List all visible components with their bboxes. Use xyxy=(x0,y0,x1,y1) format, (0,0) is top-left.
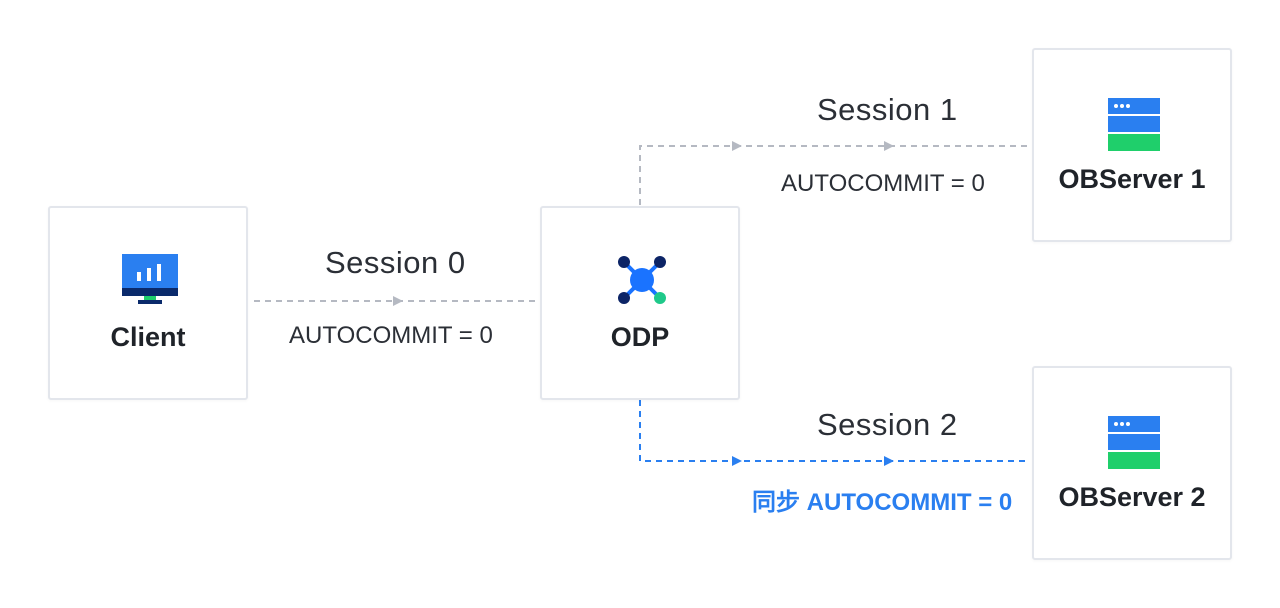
arrowhead xyxy=(884,141,894,151)
monitor-chart-icon xyxy=(122,254,178,304)
arrowhead xyxy=(884,456,894,466)
edge-session-2 xyxy=(639,400,1028,466)
session-1-autocommit: AUTOCOMMIT = 0 xyxy=(781,170,985,197)
server-stack-icon xyxy=(1108,416,1160,469)
edge-session-1 xyxy=(639,141,1028,205)
arrowhead xyxy=(732,141,742,151)
client-label: Client xyxy=(110,322,186,352)
server-stack-icon xyxy=(1108,98,1160,151)
session-2-label: Session 2 xyxy=(817,407,958,442)
arrowhead xyxy=(393,296,403,306)
network-hub-icon xyxy=(618,256,666,304)
odp-label: ODP xyxy=(610,322,670,352)
odp-node[interactable]: ODP xyxy=(540,206,740,400)
observer-1-node[interactable]: OBServer 1 xyxy=(1032,48,1232,242)
session-0-label: Session 0 xyxy=(325,245,466,280)
edge-session-0 xyxy=(254,296,536,306)
observer-2-node[interactable]: OBServer 2 xyxy=(1032,366,1232,560)
arrowhead xyxy=(732,456,742,466)
observer-1-label: OBServer 1 xyxy=(1058,164,1206,194)
observer-2-label: OBServer 2 xyxy=(1058,482,1206,512)
session-1-label: Session 1 xyxy=(817,92,958,127)
client-node[interactable]: Client xyxy=(48,206,248,400)
session-0-autocommit: AUTOCOMMIT = 0 xyxy=(289,322,493,349)
session-2-autocommit: 同步 AUTOCOMMIT = 0 xyxy=(752,489,1013,516)
